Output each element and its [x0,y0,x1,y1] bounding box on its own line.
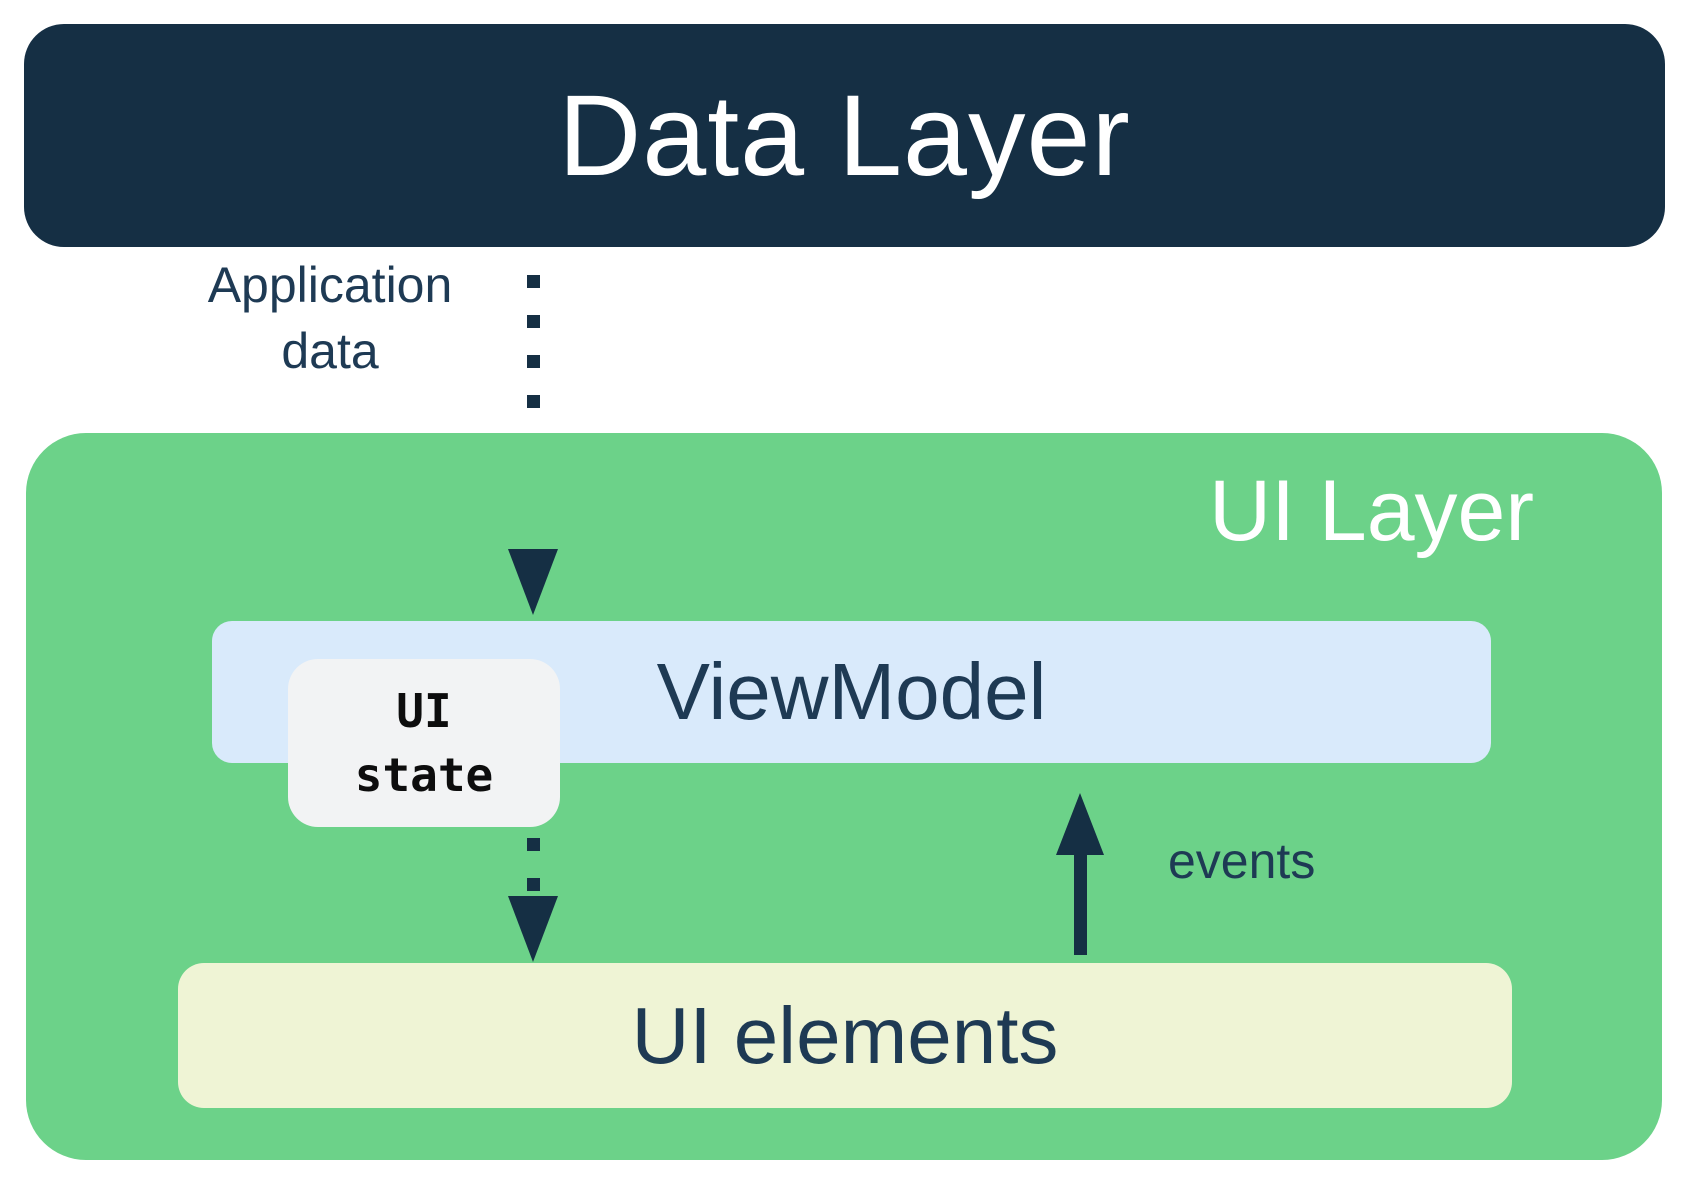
arrow-down-icon [508,549,558,615]
ui-state-line-2: state [354,748,494,802]
ui-state-box: UI state [288,659,560,827]
ui-elements-box: UI elements [178,963,1512,1108]
application-data-line-1: Application [207,257,453,313]
data-layer-label: Data Layer [558,71,1131,200]
data-layer-box: Data Layer [24,24,1665,247]
ui-elements-label: UI elements [631,990,1059,1080]
viewmodel-label: ViewModel [656,647,1047,736]
events-arrow-shaft [1074,848,1087,955]
ui-layer-label: UI Layer [1208,463,1534,559]
application-data-label: Application data [110,252,550,384]
ui-state-line-1: UI [396,684,452,738]
application-data-line-2: data [281,323,379,379]
arrow-up-icon [1056,793,1104,855]
events-label: events [1168,833,1316,889]
arrow-down-icon [508,896,558,962]
ui-state-dotted-line [527,838,540,896]
